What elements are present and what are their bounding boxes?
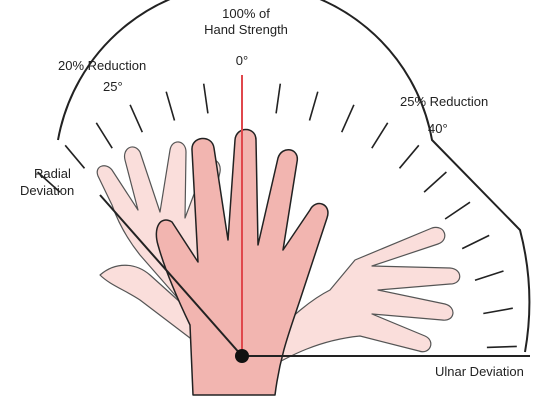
- scale-tick: [130, 105, 142, 132]
- scale-tick: [462, 235, 489, 248]
- scale-tick: [310, 92, 318, 121]
- scale-tick: [342, 105, 354, 132]
- zero-angle-label: 0°: [226, 53, 258, 68]
- radial-reduction-label: 20% Reduction: [58, 58, 146, 73]
- ulnar-deviation-label: Ulnar Deviation: [435, 364, 524, 379]
- scale-tick: [372, 123, 388, 148]
- scale-tick: [204, 84, 208, 114]
- wrist-pivot-icon: [235, 349, 249, 363]
- scale-tick: [65, 145, 84, 168]
- radial-deviation-label-line2: Deviation: [20, 183, 74, 198]
- scale-tick: [487, 346, 517, 347]
- scale-tick: [400, 145, 419, 168]
- scale-tick: [475, 271, 504, 280]
- hand-strength-label-line1: 100% of: [196, 6, 296, 21]
- scale-tick: [96, 123, 112, 148]
- radial-deviation-label-line1: Radial: [34, 166, 71, 181]
- scale-tick: [276, 84, 280, 114]
- ulnar-angle-label: 40°: [428, 121, 448, 136]
- ulnar-reduction-label: 25% Reduction: [400, 94, 488, 109]
- scale-tick: [166, 92, 174, 121]
- scale-tick: [445, 202, 470, 219]
- scale-tick: [483, 308, 513, 313]
- hand-strength-label-line2: Hand Strength: [186, 22, 306, 37]
- scale-tick: [424, 172, 446, 192]
- radial-angle-label: 25°: [103, 79, 123, 94]
